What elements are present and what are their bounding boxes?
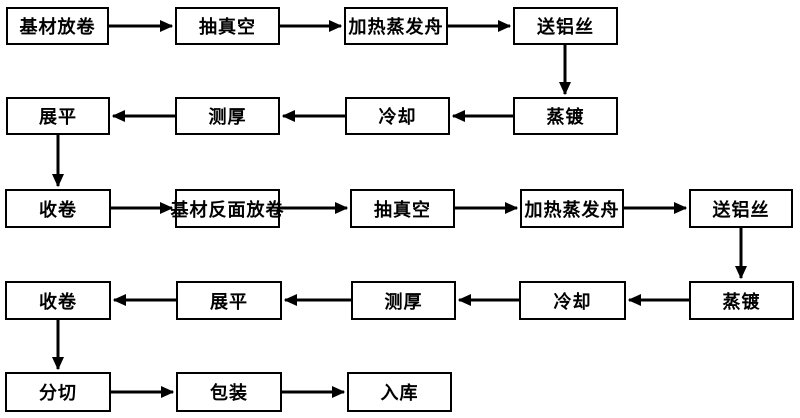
flow-node-substrate-unwind: 基材放卷 (6, 7, 109, 45)
flow-node-vacuum-1: 抽真空 (175, 7, 280, 45)
flow-node-slitting: 分切 (5, 372, 111, 412)
flow-node-vacuum-2: 抽真空 (350, 189, 455, 228)
flow-node-thickness-gauge-2: 测厚 (351, 281, 456, 320)
flow-node-substrate-reverse-unwind: 基材反面放卷 (171, 189, 284, 228)
flow-node-vapor-deposition-2: 蒸镀 (689, 281, 794, 320)
flow-node-packaging: 包装 (176, 372, 282, 412)
flow-node-feed-al-wire-1: 送铝丝 (513, 7, 618, 45)
flow-node-evaporation-boat-1: 加热蒸发舟 (344, 7, 448, 45)
flow-node-evaporation-boat-2: 加热蒸发舟 (520, 189, 624, 228)
flow-node-flatten-2: 展平 (176, 281, 282, 320)
flow-node-cooling-1: 冷却 (345, 97, 450, 135)
flow-node-rewind-1: 收卷 (5, 189, 111, 228)
flow-node-warehousing: 入库 (347, 372, 452, 412)
flow-node-vapor-deposition-1: 蒸镀 (513, 97, 618, 135)
flow-node-feed-al-wire-2: 送铝丝 (689, 189, 793, 228)
flow-node-cooling-2: 冷却 (519, 281, 626, 320)
flow-node-thickness-gauge-1: 测厚 (175, 97, 280, 135)
flow-node-flatten-1: 展平 (6, 97, 110, 135)
flow-node-rewind-2: 收卷 (5, 281, 111, 320)
